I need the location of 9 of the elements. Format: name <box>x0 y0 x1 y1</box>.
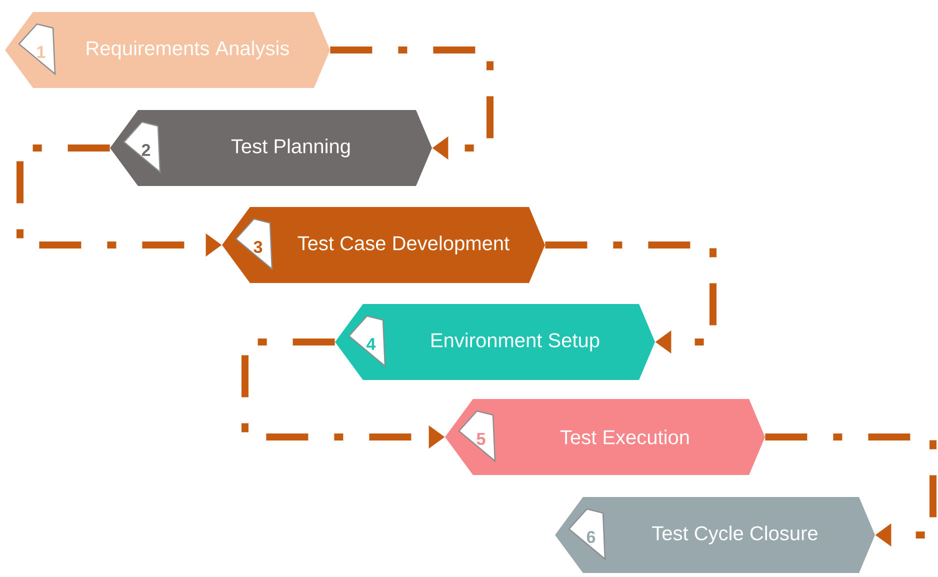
step-box: 5 Test Execution <box>445 399 765 475</box>
step-box: 1 Requirements Analysis <box>5 12 330 88</box>
step-box: 2 Test Planning <box>110 110 432 186</box>
step-box: 4 Environment Setup <box>335 304 655 380</box>
step-box: 3 Test Case Development <box>222 207 545 283</box>
arrow <box>330 46 494 160</box>
arrow <box>765 434 936 547</box>
step-box: 6 Test Cycle Closure <box>555 497 875 573</box>
arrow <box>545 242 716 354</box>
